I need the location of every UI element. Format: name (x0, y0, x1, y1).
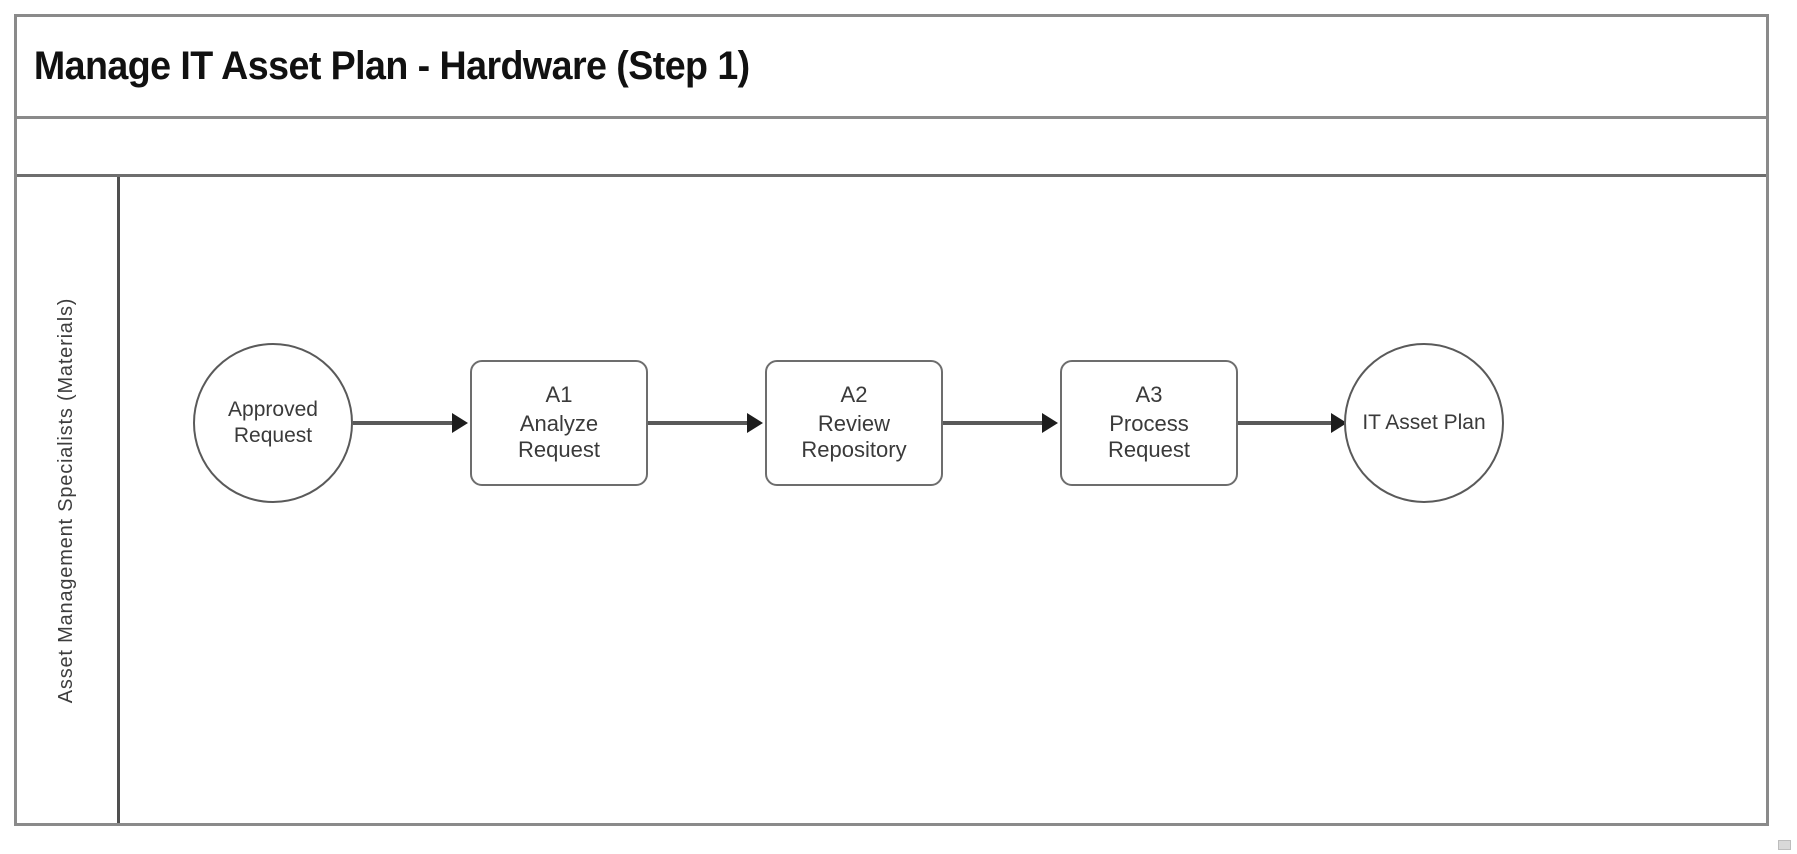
start-event-line2: Request (233, 424, 313, 447)
task-a3-line1: Process (1109, 410, 1189, 436)
task-a2-line2: Repository (801, 437, 907, 463)
flow-arrowhead-3 (1042, 413, 1058, 433)
flow-connector-3 (943, 421, 1048, 425)
header-band (17, 119, 1766, 177)
task-a2-code: A2 (840, 381, 868, 407)
lane-label: Asset Management Specialists (Materials) (55, 297, 78, 703)
task-a1-line1: Analyze (519, 410, 599, 436)
flow-connector-2 (648, 421, 753, 425)
task-a2-review-repository[interactable]: A2 Review Repository (765, 360, 943, 486)
page-title: Manage IT Asset Plan - Hardware (Step 1) (33, 44, 750, 88)
task-a1-analyze-request[interactable]: A1 Analyze Request (470, 360, 648, 486)
corner-mark (1778, 840, 1791, 850)
task-a1-line2: Request (518, 437, 600, 463)
task-a3-line2: Request (1108, 437, 1190, 463)
title-row: Manage IT Asset Plan - Hardware (Step 1) (17, 17, 1766, 119)
lane-header: Asset Management Specialists (Materials) (17, 177, 120, 823)
lane-body: Approved Request A1 Analyze Request A2 R… (120, 177, 1766, 823)
task-a3-code: A3 (1135, 381, 1163, 407)
task-a3-process-request[interactable]: A3 Process Request (1060, 360, 1238, 486)
diagram-frame: Manage IT Asset Plan - Hardware (Step 1)… (14, 14, 1769, 826)
end-event-line1: IT Asset Plan (1362, 410, 1486, 434)
end-event-it-asset-plan[interactable]: IT Asset Plan (1344, 343, 1504, 503)
task-a2-line1: Review (817, 410, 891, 436)
flow-arrowhead-4 (1331, 413, 1347, 433)
flow-connector-4 (1238, 421, 1337, 425)
flow-arrowhead-1 (452, 413, 468, 433)
lane-area: Asset Management Specialists (Materials)… (17, 177, 1766, 823)
task-a1-code: A1 (545, 381, 573, 407)
flow-connector-1 (353, 421, 458, 425)
start-event-line1: Approved (228, 397, 318, 421)
flow-arrowhead-2 (747, 413, 763, 433)
start-event-approved-request[interactable]: Approved Request (193, 343, 353, 503)
